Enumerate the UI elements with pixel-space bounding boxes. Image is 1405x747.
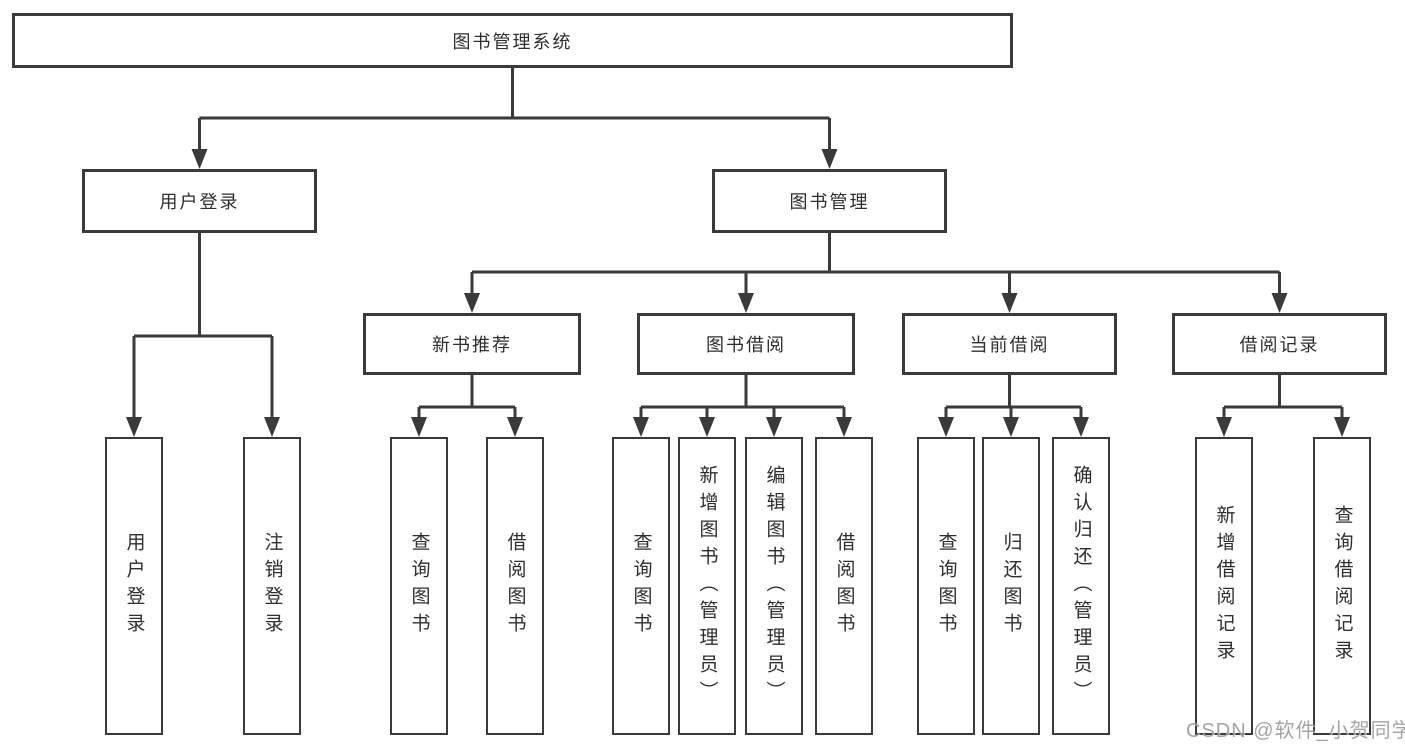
leaf-query-borrow-record: 查询借阅记录 (1313, 437, 1371, 735)
leaf-query-books-borrowing: 查询图书 (612, 437, 670, 735)
leaf-add-books-admin: 新增图书（管理员） (678, 437, 736, 735)
leaf-query-books-recommend: 查询图书 (390, 437, 448, 735)
leaf-edit-books-admin: 编辑图书（管理员） (745, 437, 803, 735)
node-book-borrowing: 图书借阅 (637, 313, 855, 375)
leaf-return-books: 归还图书 (982, 437, 1040, 735)
watermark-csdn: CSDN @软件_小贺同学 (1186, 720, 1405, 742)
node-user-login: 用户登录 (82, 169, 317, 233)
leaf-add-borrow-record: 新增借阅记录 (1195, 437, 1253, 735)
leaf-query-books-current: 查询图书 (917, 437, 975, 735)
leaf-user-login: 用户登录 (105, 437, 163, 735)
node-book-management: 图书管理 (712, 169, 947, 233)
node-current-borrowing: 当前借阅 (902, 313, 1117, 375)
node-borrowing-records: 借阅记录 (1172, 313, 1387, 375)
leaf-borrow-books-borrowing: 借阅图书 (815, 437, 873, 735)
leaf-borrow-books-recommend: 借阅图书 (486, 437, 544, 735)
node-library-management-system: 图书管理系统 (12, 13, 1013, 68)
leaf-logout-login: 注销登录 (243, 437, 301, 735)
leaf-confirm-return-admin: 确认归还（管理员） (1052, 437, 1110, 735)
node-new-book-recommendation: 新书推荐 (363, 313, 581, 375)
